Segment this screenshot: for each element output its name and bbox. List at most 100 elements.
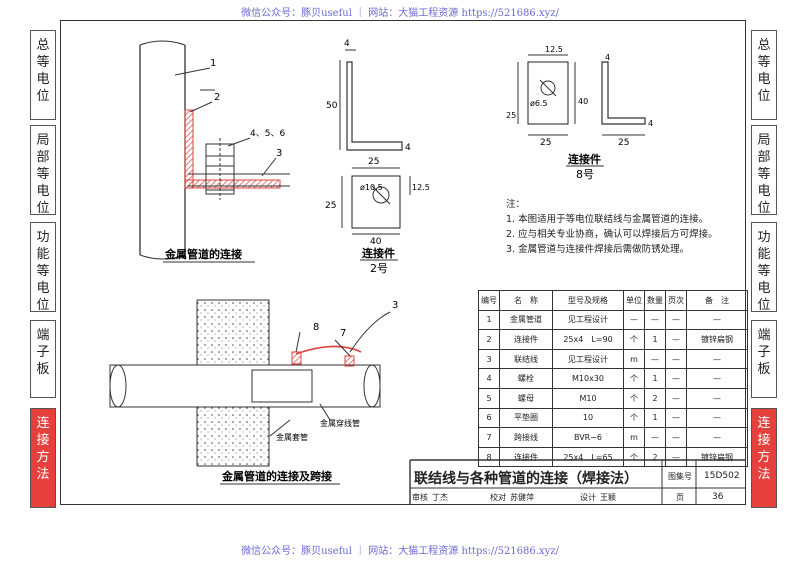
table-cell: 金属管道 [499, 309, 553, 331]
side-tab-char: 法 [36, 467, 50, 482]
side-tab-3[interactable]: 功能等电位 [30, 222, 56, 313]
table-cell: BVR−6 [552, 427, 624, 448]
table-cell: 25x4 L=65 [552, 446, 624, 468]
table-cell: — [644, 427, 666, 448]
callout-456: 4、5、6 [250, 129, 285, 139]
side-tab-4[interactable]: 端子板 [30, 320, 56, 398]
connector-plate [184, 179, 281, 189]
drawing-frame [60, 20, 746, 505]
dim8-top: 12.5 [545, 45, 563, 54]
side-tab-char: 方 [757, 450, 771, 465]
col-name: 名 称 [499, 290, 553, 311]
side-tab-3[interactable]: 功能等电位 [751, 222, 777, 313]
table-cell: — [644, 348, 666, 370]
design-label: 设计 [580, 493, 596, 502]
drawing-title: 联结线与各种管道的连接（焊接法） [414, 471, 638, 487]
side-tab-char: 端 [36, 328, 50, 343]
table-cell: 镀锌扁钢 [686, 446, 748, 468]
drawing-pipe-connection [139, 40, 290, 260]
notes-heading: 注： [506, 199, 526, 210]
side-tab-char: 接 [36, 433, 50, 448]
table-cell: — [665, 348, 687, 370]
table-cell: 3 [478, 348, 500, 370]
side-tab-1[interactable]: 总等电位 [30, 30, 56, 120]
side-tab-4[interactable]: 端子板 [751, 320, 777, 398]
dim-plate-t: 4 [405, 143, 411, 153]
dim8-left: 25 [506, 111, 516, 120]
pipe-outline [139, 45, 186, 255]
side-tab-char: 部 [36, 150, 50, 165]
side-tab-char: 等 [36, 167, 50, 182]
side-tab-char: 位 [36, 298, 50, 313]
table-cell: 镀锌扁钢 [686, 329, 748, 350]
table-cell: 1 [644, 329, 666, 350]
page-label: 页 [676, 493, 684, 502]
table-cell: — [686, 427, 748, 448]
table-cell: 2 [478, 329, 500, 350]
dim-width: 40 [370, 237, 382, 247]
side-tab-2[interactable]: 局部等电位 [30, 125, 56, 216]
dim-thickness: 4 [344, 39, 350, 49]
table-cell: 见工程设计 [552, 309, 624, 331]
dim8-hole: ø6.5 [530, 99, 548, 108]
side-tab-5[interactable]: 连接方法 [30, 408, 56, 508]
table-cell: 连接件 [499, 446, 553, 468]
side-tab-char: 部 [757, 150, 771, 165]
table-cell: 跨接线 [499, 427, 553, 448]
table-cell: — [665, 427, 687, 448]
side-tab-char: 接 [757, 433, 771, 448]
side-tab-char: 电 [757, 184, 771, 199]
table-cell: 2 [644, 446, 666, 468]
side-tab-1[interactable]: 总等电位 [751, 30, 777, 120]
side-tab-char: 电 [757, 281, 771, 296]
side-tab-char: 电 [36, 72, 50, 87]
table-cell: 4 [478, 368, 500, 389]
side-tab-2[interactable]: 局部等电位 [751, 125, 777, 216]
side-tab-char: 位 [757, 89, 771, 104]
page-number: 36 [712, 492, 724, 502]
dim-top-w: 25 [368, 157, 379, 167]
watermark-top: 微信公众号：豚贝useful ｜ 网站：大猫工程资源 https://52168… [241, 8, 559, 19]
dim-side: 25 [325, 201, 336, 211]
table-cell: M10 [552, 387, 624, 409]
table-cell: — [686, 348, 748, 370]
review-label: 审核 [412, 493, 428, 502]
dim8-thickness: 4 [605, 53, 610, 62]
dim8-height: 40 [578, 97, 588, 106]
col-qty: 数量 [644, 290, 666, 311]
label-metal-sleeve: 金属套管 [276, 432, 308, 442]
note-1: 1. 本图适用于等电位联结线与金属管道的连接。 [506, 214, 709, 225]
side-tab-char: 功 [757, 230, 771, 245]
weld-bracket [184, 109, 194, 189]
atlas-number: 15D502 [704, 471, 740, 481]
table-cell: 个 [623, 446, 645, 468]
col-spec: 型号及规格 [552, 290, 624, 311]
watermark-bottom: 微信公众号：豚贝useful ｜ 网站：大猫工程资源 https://52168… [241, 546, 559, 557]
table-cell: 个 [623, 407, 645, 429]
col-remark: 备 注 [686, 290, 748, 311]
notes-block: 注： 1. 本图适用于等电位联结线与金属管道的连接。 2. 应与相关专业协商，确… [506, 197, 718, 257]
pipe-body [109, 364, 381, 408]
check-label: 校对 [490, 493, 506, 502]
caption-pipe-bridging: 金属管道的连接及跨接 [221, 469, 332, 483]
drawing-connector-2 [339, 49, 411, 235]
table-cell: — [623, 309, 645, 331]
table-cell: — [686, 309, 748, 331]
table-cell: — [665, 329, 687, 350]
table-cell: — [686, 387, 748, 409]
side-tab-char: 板 [757, 362, 771, 377]
side-tab-char: 能 [36, 247, 50, 262]
table-cell: 个 [623, 368, 645, 389]
side-tab-char: 功 [36, 230, 50, 245]
side-tab-char: 位 [757, 298, 771, 313]
callout-3: 3 [276, 148, 282, 159]
table-cell: 1 [644, 407, 666, 429]
side-tab-5[interactable]: 连接方法 [751, 408, 777, 508]
table-cell: 平垫圈 [499, 407, 553, 429]
side-tab-char: 等 [36, 264, 50, 279]
